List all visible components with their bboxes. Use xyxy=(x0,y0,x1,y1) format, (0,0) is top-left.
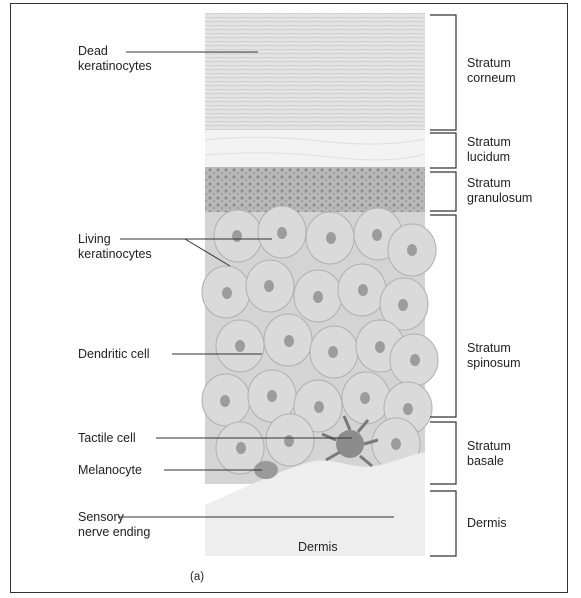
cell-nucleus xyxy=(284,335,294,347)
cell-nucleus xyxy=(372,229,382,241)
layer-label-dermis: Dermis xyxy=(467,516,507,531)
cell-nucleus xyxy=(277,227,287,239)
cell-nucleus xyxy=(222,287,232,299)
label-melanocyte: Melanocyte xyxy=(78,463,142,478)
layer-label-stratum-spinosum: Stratum spinosum xyxy=(467,341,521,371)
cell-nucleus xyxy=(267,390,277,402)
layer-label-stratum-basale: Stratum basale xyxy=(467,439,511,469)
cell-nucleus xyxy=(235,340,245,352)
cell-nucleus xyxy=(403,403,413,415)
cell-nucleus xyxy=(398,299,408,311)
layer-label-stratum-corneum: Stratum corneum xyxy=(467,56,516,86)
cell-nucleus xyxy=(264,280,274,292)
layer-label-stratum-granulosum: Stratum granulosum xyxy=(467,176,532,206)
cell-nucleus xyxy=(391,438,401,450)
cell-nucleus xyxy=(314,401,324,413)
cell-nucleus xyxy=(313,291,323,303)
granulosum-region xyxy=(205,167,425,212)
label-dead-keratinocytes: Dead keratinocytes xyxy=(78,44,152,74)
cell-nucleus xyxy=(360,392,370,404)
cell-nucleus xyxy=(220,395,230,407)
dermis-inner-label: Dermis xyxy=(298,540,338,555)
corneum-region xyxy=(205,13,425,130)
cell-nucleus xyxy=(410,354,420,366)
cell-nucleus xyxy=(375,341,385,353)
cell-nucleus xyxy=(284,435,294,447)
cell-nucleus xyxy=(236,442,246,454)
layer-label-stratum-lucidum: Stratum lucidum xyxy=(467,135,511,165)
label-tactile-cell: Tactile cell xyxy=(78,431,136,446)
label-living-keratinocytes: Living keratinocytes xyxy=(78,232,152,262)
cell-nucleus xyxy=(407,244,417,256)
layer-brackets xyxy=(430,15,456,556)
label-dendritic-cell: Dendritic cell xyxy=(78,347,150,362)
lucidum-region xyxy=(205,130,425,167)
label-sensory-nerve-ending: Sensory nerve ending xyxy=(78,510,150,540)
cell-nucleus xyxy=(358,284,368,296)
cell-nucleus xyxy=(326,232,336,244)
panel-label: (a) xyxy=(190,570,204,585)
cell-nucleus xyxy=(232,230,242,242)
cell-nucleus xyxy=(328,346,338,358)
